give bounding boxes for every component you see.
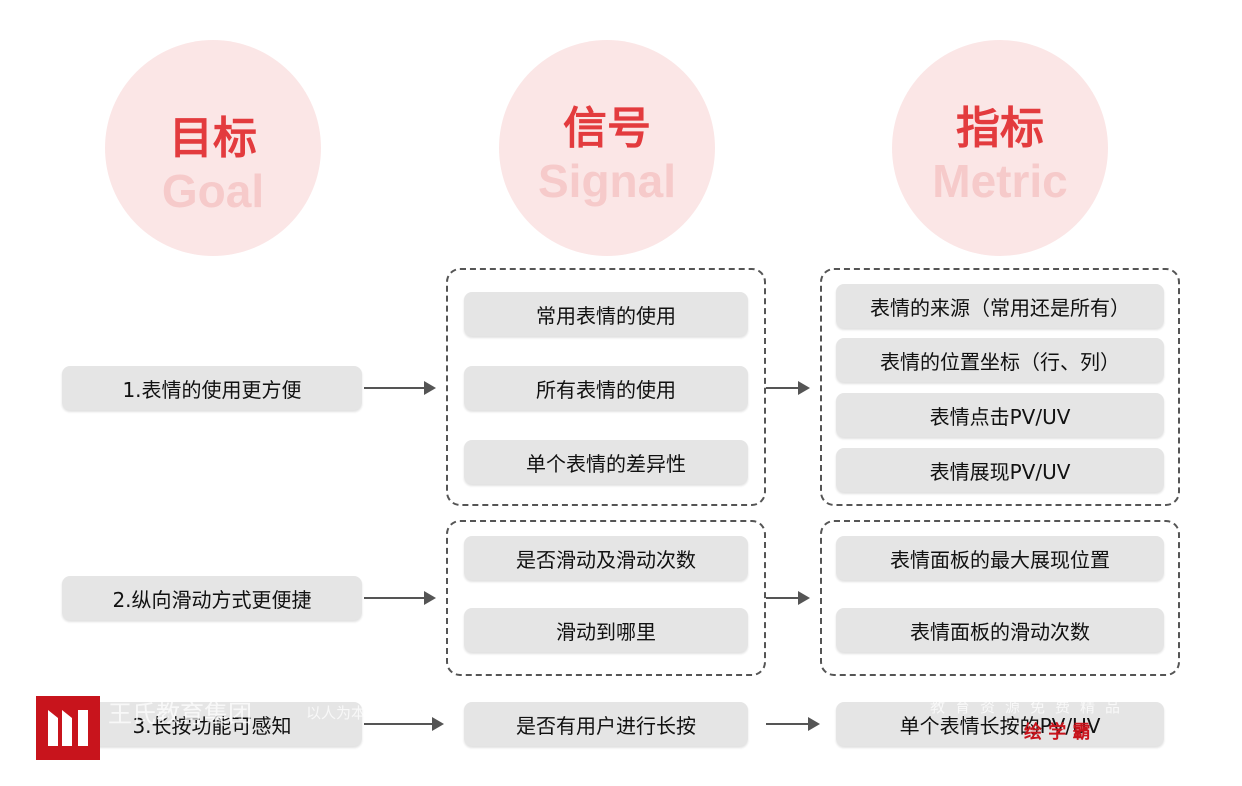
metric-group-2 [820,520,1180,676]
watermark-logo [36,696,100,760]
signal-header-subtitle: Signal [537,155,677,207]
arrow-goal2-to-signal [364,591,436,605]
watermark-logo-icon [48,710,88,746]
signal-box-2-2: 滑动到哪里 [464,608,748,652]
metric-header-circle: 指标 Metric [892,40,1108,256]
metric-box-3-1: 单个表情长按的PV/UV [836,702,1164,746]
signal-box-1-3: 单个表情的差异性 [464,440,748,484]
metric-header-subtitle: Metric [932,155,1068,207]
arrow-signal3-to-metric [766,717,820,731]
goal-header-subtitle: Goal [161,165,265,217]
metric-box-1-2: 表情的位置坐标（行、列） [836,338,1164,382]
watermark-right-text: 教育资源免费精品 [930,698,1131,716]
arrow-goal1-to-signal [364,381,436,395]
metric-group-1 [820,268,1180,506]
metric-box-1-3: 表情点击PV/UV [836,393,1164,437]
metric-box-2-2: 表情面板的滑动次数 [836,608,1164,652]
signal-box-1-2: 所有表情的使用 [464,366,748,410]
watermark-brand: 绘 学 霸 [1024,722,1091,743]
goal-header-circle: 目标 Goal [105,40,321,256]
signal-header-circle: 信号 Signal [499,40,715,256]
metric-box-2-1: 表情面板的最大展现位置 [836,536,1164,580]
arrow-signal1-to-metric [766,381,810,395]
watermark-left-text: 王氏教育集团 [108,700,252,728]
signal-group-2 [446,520,766,676]
metric-box-1-4: 表情展现PV/UV [836,448,1164,492]
signal-box-1-1: 常用表情的使用 [464,292,748,336]
signal-group-1 [446,268,766,506]
signal-box-2-1: 是否滑动及滑动次数 [464,536,748,580]
goal-box-1: 1.表情的使用更方便 [62,366,362,410]
metric-box-1-1: 表情的来源（常用还是所有） [836,284,1164,328]
metric-header-title: 指标 [956,103,1044,154]
arrow-signal2-to-metric [766,591,810,605]
signal-box-3-1: 是否有用户进行长按 [464,702,748,746]
goal-header-title: 目标 [169,113,257,164]
signal-header-title: 信号 [563,103,651,154]
goal-box-3: 3.长按功能可感知 [62,702,362,746]
watermark-left-sub: 以人为本 [306,704,367,722]
arrow-goal3-to-signal [364,717,444,731]
goal-box-2: 2.纵向滑动方式更便捷 [62,576,362,620]
